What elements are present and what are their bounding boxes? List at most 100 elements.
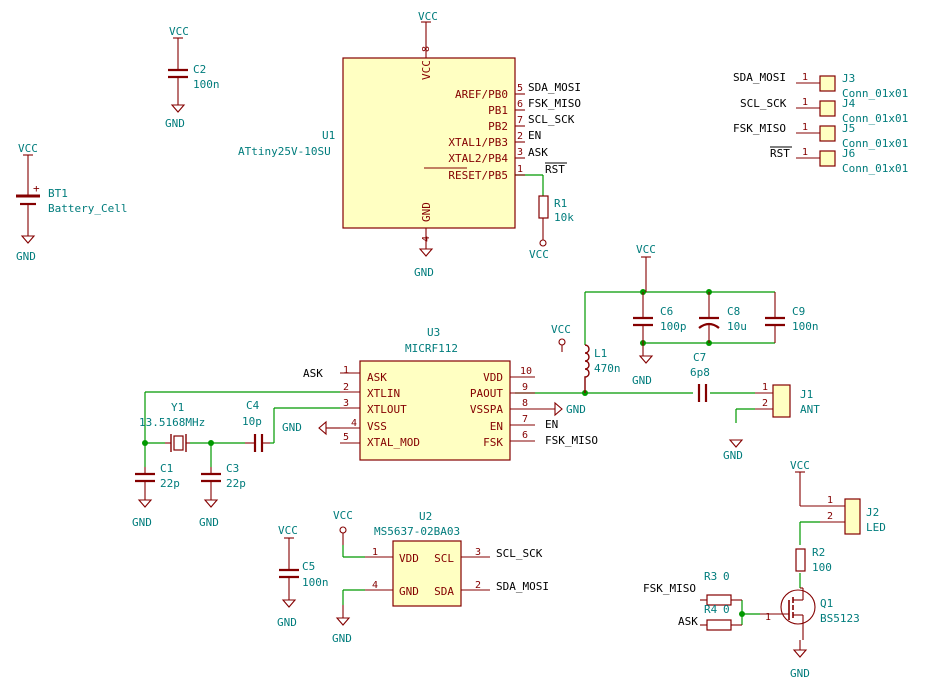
u2-ref: U2 <box>419 510 432 523</box>
u3-pin-label: PAOUT <box>470 387 503 400</box>
u3-pin-label: VSSPA <box>470 403 503 416</box>
u3-ref: U3 <box>427 326 440 339</box>
u1-pin-label: XTAL2/PB4 <box>448 152 508 165</box>
u2-pin-number: 4 <box>372 580 378 591</box>
u3-pin-number: 6 <box>522 430 528 441</box>
u3-pin-label: XTLOUT <box>367 403 407 416</box>
gnd-label: GND <box>16 250 36 263</box>
net-label-fsk-miso: FSK_MISO <box>643 582 696 595</box>
u3-pin-number: 7 <box>522 414 528 425</box>
c5-ref: C5 <box>302 560 315 573</box>
j5-net: FSK_MISO <box>733 122 786 135</box>
svg-text:1: 1 <box>762 382 768 393</box>
u1-ref: U1 <box>322 129 335 142</box>
u2-pin-number: 2 <box>475 580 481 591</box>
gnd-label: GND <box>723 449 743 462</box>
u3-pin-number: 8 <box>522 398 528 409</box>
u2-pin-label: GND <box>399 585 419 598</box>
net-label-scl-sck: SCL_SCK <box>528 113 575 126</box>
c3-ref: C3 <box>226 462 239 475</box>
u1-value: ATtiny25V-10SU <box>238 145 331 158</box>
j6-net: RST <box>770 147 790 160</box>
r3-ref: R3 <box>704 570 717 583</box>
vcc-symbol-c6 <box>641 256 651 265</box>
gnd-symbol-q1 <box>792 649 808 658</box>
u3-pin-number: 1 <box>343 365 349 376</box>
net-label-en: EN <box>528 129 541 142</box>
gnd-label: GND <box>566 403 586 416</box>
vcc-label: VCC <box>551 323 571 336</box>
gnd-symbol-c3 <box>203 499 219 508</box>
j1-value: ANT <box>800 403 820 416</box>
gnd-label: GND <box>165 117 185 130</box>
u1-pin-label: PB2 <box>488 120 508 133</box>
u3-micrf112: ASK XTLIN XTLOUT VSS XTAL_MOD VDD PAOUT … <box>340 326 535 461</box>
r3-resistor: R3 0 FSK_MISO <box>643 570 742 606</box>
c9-capacitor: C9 100n <box>765 292 819 343</box>
l1-ref: L1 <box>594 347 607 360</box>
vcc-label: VCC <box>18 142 38 155</box>
c2-ref: C2 <box>193 63 206 76</box>
vcc-symbol-c5 <box>284 537 294 546</box>
u1-pin-number: 5 <box>517 83 523 94</box>
u3-value: MICRF112 <box>405 342 458 355</box>
u1-pin-number: 2 <box>517 131 523 142</box>
vcc-symbol-r1 <box>539 232 547 247</box>
c8-capacitor: C8 10u <box>698 292 747 343</box>
svg-text:1: 1 <box>802 122 808 133</box>
c4-capacitor: C4 10p <box>242 399 270 452</box>
gnd-symbol-c2 <box>170 104 186 113</box>
j4-value: Conn_01x01 <box>842 112 908 125</box>
bt1-value: Battery_Cell <box>48 202 127 215</box>
u3-pin-label: ASK <box>367 371 387 384</box>
u3-pin-label: XTLIN <box>367 387 400 400</box>
svg-text:1: 1 <box>802 72 808 83</box>
gnd-symbol-bt1 <box>20 235 36 244</box>
j3-connector: SDA_MOSI 1 J3 Conn_01x01 <box>733 71 908 100</box>
l1-value: 470n <box>594 362 621 375</box>
u2-value: MS5637-02BA03 <box>374 525 460 538</box>
c2-capacitor: C2 100n <box>168 46 220 105</box>
c7-capacitor: C7 6p8 <box>690 351 710 402</box>
c5-capacitor: C5 100n <box>279 546 329 600</box>
u1-pin-top-number: 8 <box>421 46 432 52</box>
j4-connector: SCL_SCK 1 J4 Conn_01x01 <box>740 97 908 125</box>
gnd-symbol-u2 <box>335 605 351 626</box>
vcc-label: VCC <box>169 25 189 38</box>
gnd-label: GND <box>332 632 352 645</box>
net-label-en: EN <box>545 418 558 431</box>
vcc-symbol-u2 <box>339 526 347 545</box>
vcc-label: VCC <box>636 243 656 256</box>
u2-pin-number: 1 <box>372 547 378 558</box>
u3-pin-number: 2 <box>343 382 349 393</box>
q1-value: BS5123 <box>820 612 860 625</box>
u1-pin-label: RESET/PB5 <box>448 169 508 182</box>
svg-text:2: 2 <box>762 398 768 409</box>
j2-value: LED <box>866 521 886 534</box>
gnd-label: GND <box>282 421 302 434</box>
j1-ref: J1 <box>800 388 813 401</box>
svg-text:1: 1 <box>802 97 808 108</box>
j4-net: SCL_SCK <box>740 97 787 110</box>
u1-pin-number: 6 <box>517 99 523 110</box>
net-label-ask: ASK <box>303 367 323 380</box>
vcc-symbol-c2 <box>173 37 183 46</box>
u3-pin-number: 10 <box>520 366 532 377</box>
gnd-label: GND <box>199 516 219 529</box>
q1-mosfet: 1 Q1 BS5123 <box>760 587 860 650</box>
r2-resistor: R2 100 <box>795 546 832 574</box>
j5-connector: FSK_MISO 1 J5 Conn_01x01 <box>733 122 908 150</box>
c7-ref: C7 <box>693 351 706 364</box>
vcc-symbol-u3 <box>558 338 566 352</box>
u3-pin-number: 3 <box>343 398 349 409</box>
bt1-ref: BT1 <box>48 187 68 200</box>
net-label-sda-mosi: SDA_MOSI <box>496 580 549 593</box>
j6-connector: RST 1 J6 Conn_01x01 <box>770 146 908 175</box>
vcc-label: VCC <box>529 248 549 261</box>
u1-pin-label: XTAL1/PB3 <box>448 136 508 149</box>
c1-value: 22p <box>160 477 180 490</box>
c6-capacitor: C6 100p <box>633 265 687 356</box>
c5-value: 100n <box>302 576 329 589</box>
c8-value: 10u <box>727 320 747 333</box>
